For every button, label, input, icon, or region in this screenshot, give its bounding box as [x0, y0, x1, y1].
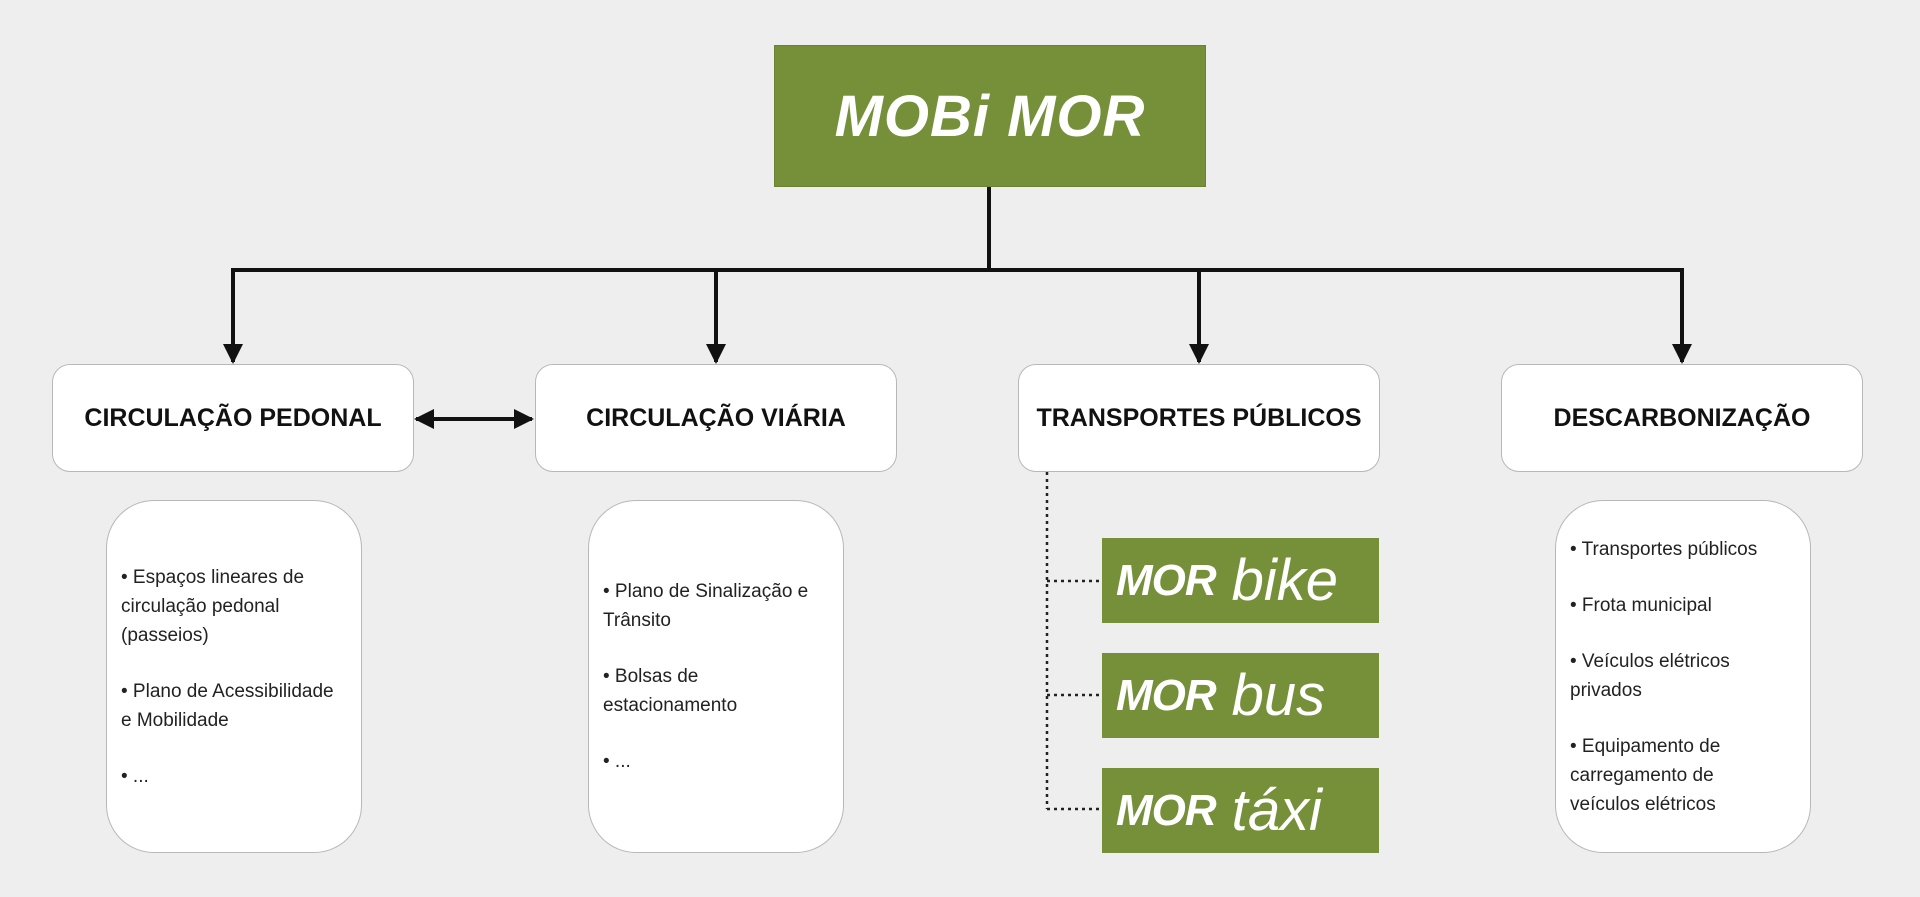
category-title: TRANSPORTES PÚBLICOS	[1036, 403, 1362, 432]
list-pedonal: • Espaços lineares de circulação pedonal…	[106, 500, 362, 853]
root-logo-box: MOBi MOR	[774, 45, 1206, 187]
list-item: • ...	[121, 765, 149, 787]
list-item: • Transportes públicos	[1570, 538, 1758, 560]
mor-bus-logo: MOR bus	[1102, 653, 1379, 738]
list-item: • Espaços lineares de circulação pedonal…	[121, 566, 305, 646]
category-circulacao-pedonal: CIRCULAÇÃO PEDONAL	[52, 364, 414, 472]
list-viaria: • Plano de Sinalização e Trânsito • Bols…	[588, 500, 844, 853]
mor-taxi-logo: MOR táxi	[1102, 768, 1379, 853]
list-item: • Veículos elétricos privados	[1570, 650, 1730, 701]
mor-brand-mark: MOR	[1116, 670, 1217, 720]
list-item: • Plano de Sinalização e Trânsito	[603, 581, 809, 631]
mor-brand-mark: MOR	[1116, 555, 1217, 605]
service-name: bus	[1231, 663, 1326, 728]
list-item: • Plano de Acessibilidade e Mobilidade	[121, 680, 334, 731]
category-title: DESCARBONIZAÇÃO	[1553, 403, 1811, 432]
category-title: CIRCULAÇÃO VIÁRIA	[586, 403, 846, 432]
service-name: táxi	[1231, 778, 1322, 843]
mor-brand-mark: MOR	[1116, 785, 1217, 835]
root-logo-text: MOBi MOR	[834, 83, 1146, 149]
mor-bike-logo: MOR bike	[1102, 538, 1379, 623]
category-title: CIRCULAÇÃO PEDONAL	[84, 403, 382, 432]
category-circulacao-viaria: CIRCULAÇÃO VIÁRIA	[535, 364, 897, 472]
list-item: • Bolsas de estacionamento	[603, 666, 738, 716]
list-descarbonizacao: • Transportes públicos • Frota municipal…	[1555, 500, 1811, 853]
list-item: • Equipamento de carregamento de veículo…	[1570, 735, 1721, 815]
category-descarbonizacao: DESCARBONIZAÇÃO	[1501, 364, 1863, 472]
list-item: • ...	[603, 751, 631, 772]
list-item: • Frota municipal	[1570, 594, 1712, 616]
service-name: bike	[1231, 548, 1339, 613]
category-transportes-publicos: TRANSPORTES PÚBLICOS	[1018, 364, 1380, 472]
